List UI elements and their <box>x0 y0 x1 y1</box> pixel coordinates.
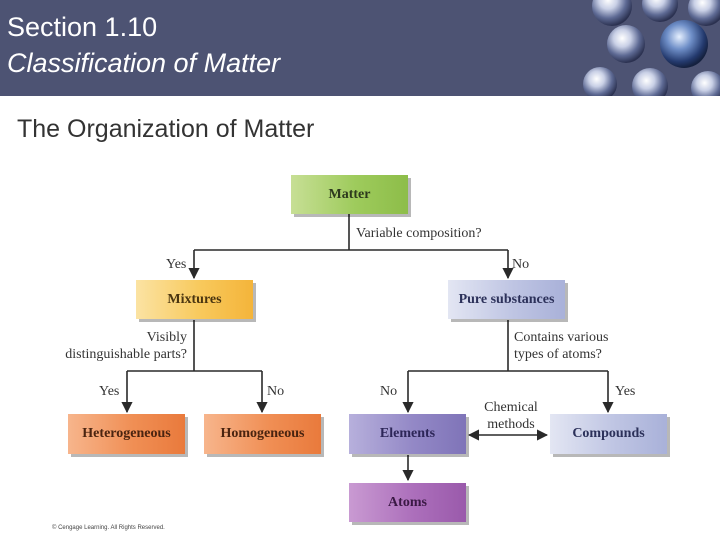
label-chemical-line2: methods <box>487 417 535 432</box>
node-pure-substances: Pure substances <box>448 280 565 319</box>
node-homogeneous: Homogeneous <box>204 414 321 454</box>
orbs-graphic <box>583 0 720 96</box>
answer-yes-compounds: Yes <box>615 384 636 399</box>
node-elements: Elements <box>349 414 466 454</box>
node-compounds: Compounds <box>550 414 667 454</box>
orb-7 <box>632 68 668 96</box>
node-heterogeneous: Heterogeneous <box>68 414 185 454</box>
question-atoms-line1: Contains various <box>514 330 609 345</box>
orb-3 <box>688 0 720 26</box>
label-chemical-line1: Chemical <box>484 400 538 415</box>
question-contains-atoms: Contains various types of atoms? <box>514 329 609 363</box>
node-mixtures: Mixtures <box>136 280 253 319</box>
answer-no-pure: No <box>512 257 530 272</box>
answer-yes-heterogeneous: Yes <box>99 384 120 399</box>
answer-no-elements: No <box>380 384 398 399</box>
section-number: Section 1.10 <box>7 12 158 42</box>
answer-yes-mixtures: Yes <box>166 257 187 272</box>
decorative-orbs <box>580 0 720 96</box>
orb-1 <box>592 0 632 26</box>
node-atoms: Atoms <box>349 483 466 522</box>
copyright-notice: © Cengage Learning. All Rights Reserved. <box>52 525 165 531</box>
orb-6 <box>583 67 617 96</box>
question-variable-composition: Variable composition? <box>356 226 482 241</box>
question-atoms-line2: types of atoms? <box>514 347 602 362</box>
label-chemical-methods: Chemical methods <box>474 399 548 433</box>
question-visibly-line2: distinguishable parts? <box>65 347 187 362</box>
orb-4 <box>607 25 645 63</box>
orb-2 <box>642 0 678 22</box>
answer-no-homogeneous: No <box>267 384 285 399</box>
question-visibly-distinguishable: Visibly distinguishable parts? <box>40 329 187 363</box>
orb-5 <box>660 20 708 68</box>
question-visibly-line1: Visibly <box>146 330 187 345</box>
node-matter: Matter <box>291 175 408 214</box>
section-title: Classification of Matter <box>7 48 281 78</box>
orb-8 <box>691 71 720 96</box>
slide-subtitle: The Organization of Matter <box>17 115 315 143</box>
slide-header: Section 1.10 Classification of Matter <box>0 0 720 96</box>
